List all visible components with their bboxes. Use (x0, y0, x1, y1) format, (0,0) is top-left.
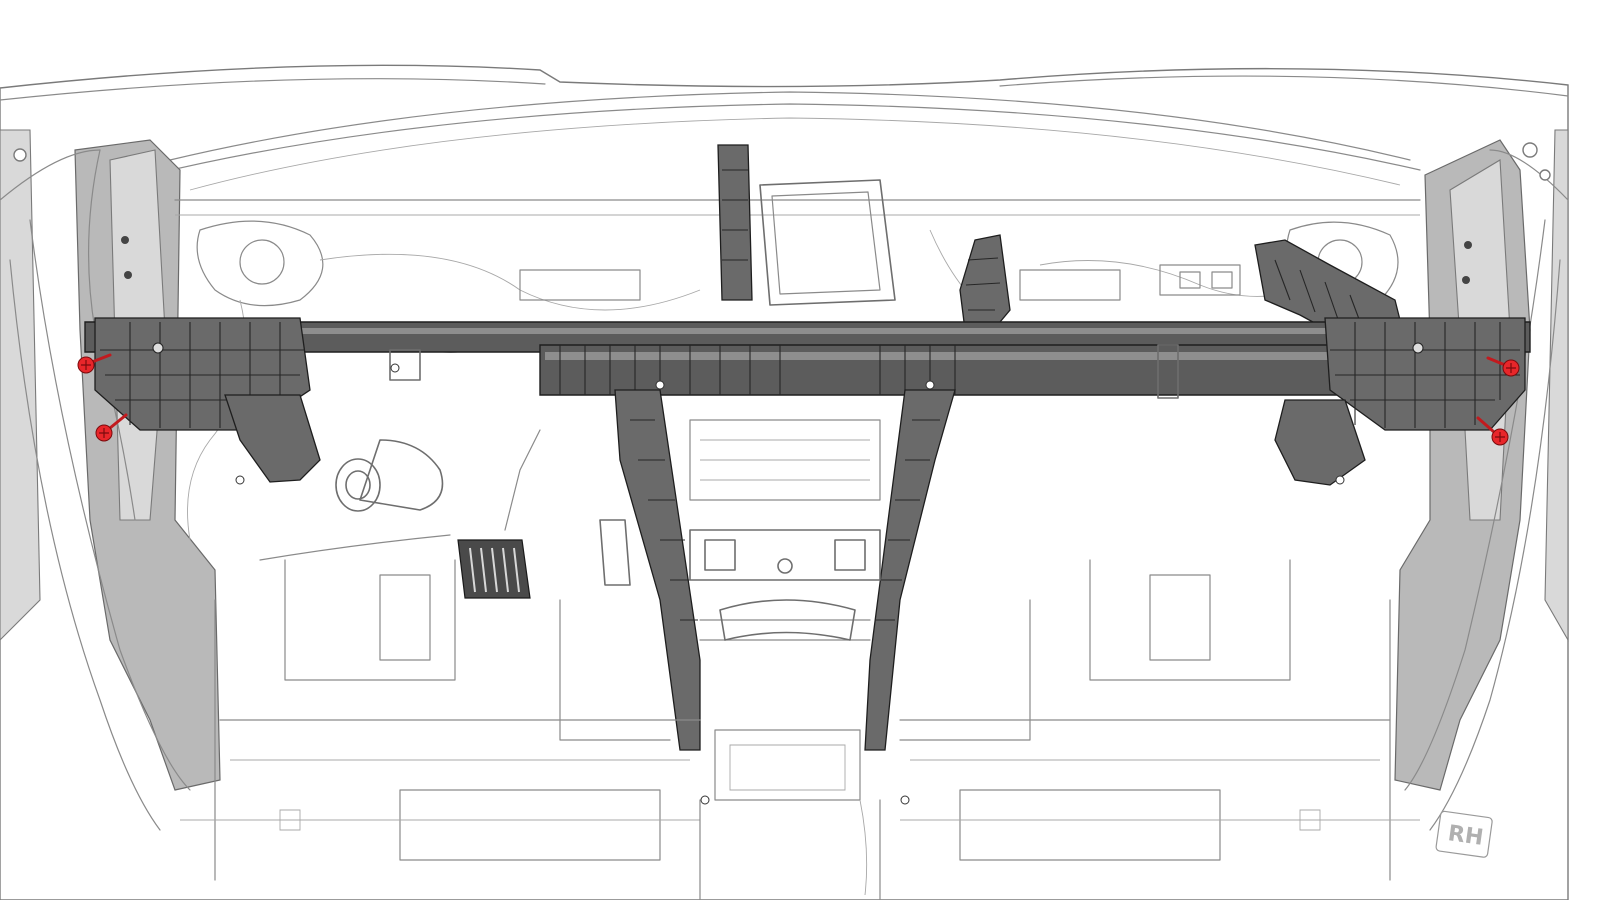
bolt-right-lower (1476, 416, 1509, 446)
rh-marking: RH (1435, 810, 1493, 858)
brake-pedal (457, 539, 531, 599)
cross-car-beam (84, 317, 1531, 486)
bolt-left-lower (95, 413, 128, 442)
misc-fasteners (235, 363, 1345, 805)
bolt-left-upper (77, 353, 112, 374)
rh-label: RH (1446, 821, 1484, 851)
body-shell (0, 64, 1569, 900)
floor-pan (180, 534, 1420, 900)
accelerator-pedal (599, 519, 631, 586)
center-support-stack (614, 389, 956, 801)
steering-column (335, 429, 541, 531)
bolt-right-upper (1486, 356, 1520, 377)
